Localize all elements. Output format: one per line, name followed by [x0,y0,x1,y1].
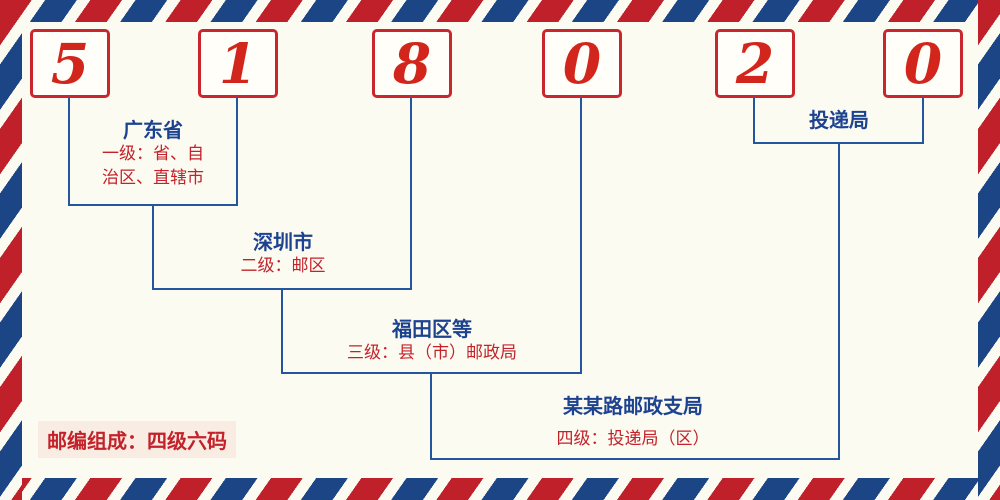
envelope-border-right [978,0,1000,500]
delivery-bureau-label: 投递局 [809,108,869,132]
delivery-bracket-right-line [922,98,924,144]
level2-desc: 二级：邮区 [240,256,326,276]
level1-region-name: 广东省 [123,118,183,142]
envelope-border-bottom [0,478,1000,500]
digit-box-1: 5 [30,29,110,98]
digit-4: 0 [562,31,602,96]
envelope-border-left [0,0,22,500]
level3-bracket-left-line [281,288,283,374]
level1-bracket-right-line [236,98,238,206]
level2-region-name: 深圳市 [253,230,313,254]
composition-label: 邮编组成：四级六码 [38,421,236,458]
digit-box-4: 0 [542,29,622,98]
level2-bracket-left-line [152,204,154,290]
level4-region-name: 某某路邮政支局 [563,394,703,418]
level1-desc-line1: 一级：省、自 [102,144,204,164]
digit-box-6: 0 [883,29,963,98]
digit-box-5: 2 [715,29,795,98]
digit-6: 0 [903,31,943,96]
level4-desc: 四级：投递局（区） [556,429,710,449]
level3-region-name: 福田区等 [392,317,472,341]
level4-bracket-right-line [838,142,840,460]
envelope-border-top [0,0,1000,22]
level4-bracket-left-line [430,372,432,460]
digit-5: 2 [735,31,775,96]
level3-bracket-right-line [580,98,582,374]
level1-desc: 一级：省、自 治区、直辖市 [102,142,204,190]
level1-desc-line2: 治区、直辖市 [102,168,204,188]
digit-box-3: 8 [372,29,452,98]
digit-box-2: 1 [198,29,278,98]
digit-2: 1 [218,31,258,96]
delivery-bracket-left-line [753,98,755,144]
level4-bracket-bottom-line [430,458,840,460]
digit-3: 8 [392,31,432,96]
digit-1: 5 [50,31,90,96]
level2-bracket-right-line [410,98,412,290]
level3-desc: 三级：县（市）邮政局 [347,343,517,363]
level1-bracket-left-line [68,98,70,206]
